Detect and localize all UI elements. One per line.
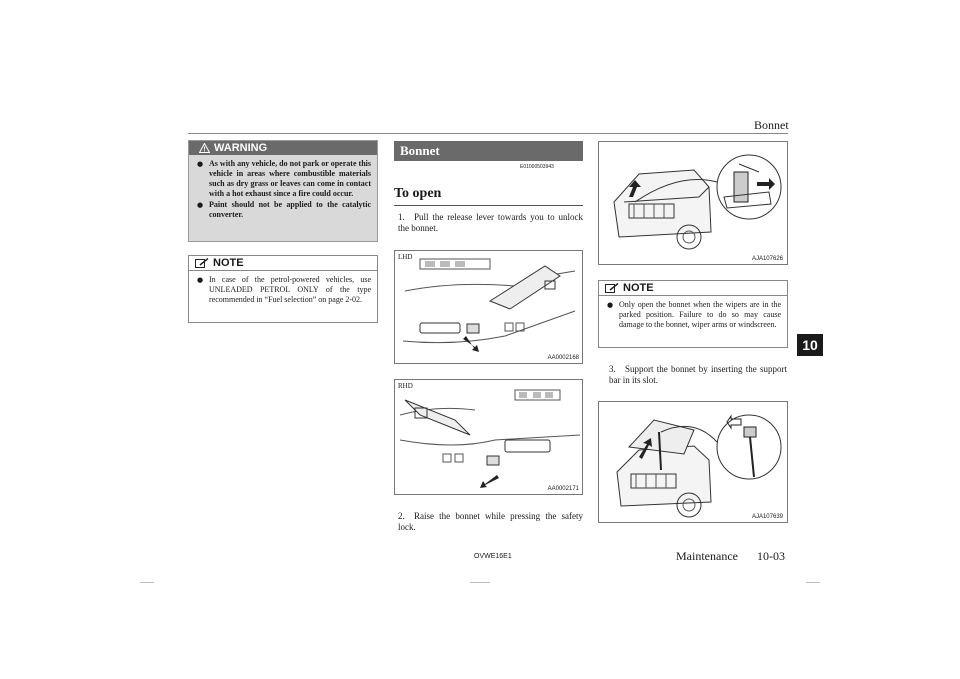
warning-item-text: Paint should not be applied to the catal… [209,200,371,219]
note-box-2: NOTE ● Only open the bonnet when the wip… [598,280,788,348]
note-box: NOTE ● In case of the petrol-powered veh… [188,255,378,323]
note-title: NOTE [623,282,654,294]
step-text: Raise the bonnet while pressing the safe… [398,511,583,532]
note-body: ● Only open the bonnet when the wipers a… [607,300,781,330]
crop-mark [470,582,490,583]
figure-car-release: AJA107626 [598,141,788,265]
note-text: Only open the bonnet when the wipers are… [619,300,781,329]
car-support-bar-illustration [616,414,782,518]
bullet-icon: ● [197,160,204,168]
warning-box: WARNING ● As with any vehicle, do not par… [188,140,378,242]
figure-code: AJA107626 [751,256,783,262]
crop-mark [140,582,154,583]
step-1: 1.Pull the release lever towards you to … [398,212,583,234]
warning-list: ● As with any vehicle, do not park or ope… [197,159,371,220]
figure-car-support: AJA107639 [598,401,788,523]
step-text: Pull the release lever towards you to un… [398,212,583,233]
document-code: OVWE16E1 [474,553,512,560]
crop-mark [806,582,820,583]
step-2: 2.Raise the bonnet while pressing the sa… [398,511,583,533]
subsection-title: To open [394,186,442,201]
note-body: ● In case of the petrol-powered vehicles… [197,275,371,305]
figure-tag: LHD [398,253,413,261]
step-number: 3. [609,364,616,374]
bullet-icon: ● [607,301,614,309]
figure-code: AA0002171 [547,486,579,492]
note-header: NOTE [599,281,787,296]
step-text: Support the bonnet by inserting the supp… [609,364,787,385]
step-number: 1. [398,212,405,222]
footer-section: Maintenance [676,549,738,563]
bullet-icon: ● [197,201,204,209]
figure-lhd: LHD AA0002168 [394,250,583,364]
figure-tag: RHD [398,382,413,390]
section-title-bar: Bonnet [394,141,583,161]
dashboard-lhd-illustration [402,258,576,352]
subsection-rule [394,205,583,206]
pencil-note-icon [195,258,209,268]
top-rule [188,133,788,134]
warning-item-text: As with any vehicle, do not park or oper… [209,159,371,198]
note-text: In case of the petrol-powered vehicles, … [209,275,371,304]
chapter-tab: 10 [797,334,823,356]
warning-title: WARNING [214,142,268,154]
running-header: Bonnet [754,118,789,132]
dashboard-rhd-illustration [399,389,581,488]
car-bonnet-release-illustration [613,154,782,250]
section-code: E01000503943 [520,164,554,170]
warning-item: ● As with any vehicle, do not park or ope… [197,159,371,199]
step-number: 2. [398,511,405,521]
page-number: 10-03 [757,549,785,563]
warning-header: WARNING [189,141,377,155]
figure-code: AJA107639 [751,514,783,520]
step-3: 3.Support the bonnet by inserting the su… [609,364,787,386]
note-header: NOTE [189,256,377,271]
figure-rhd: RHD AA0002171 [394,379,583,495]
bullet-icon: ● [197,276,204,284]
note-title: NOTE [213,257,244,269]
warning-triangle-icon [199,143,210,153]
pencil-note-icon [605,283,619,293]
warning-item: ● Paint should not be applied to the cata… [197,200,371,220]
figure-code: AA0002168 [547,355,579,361]
